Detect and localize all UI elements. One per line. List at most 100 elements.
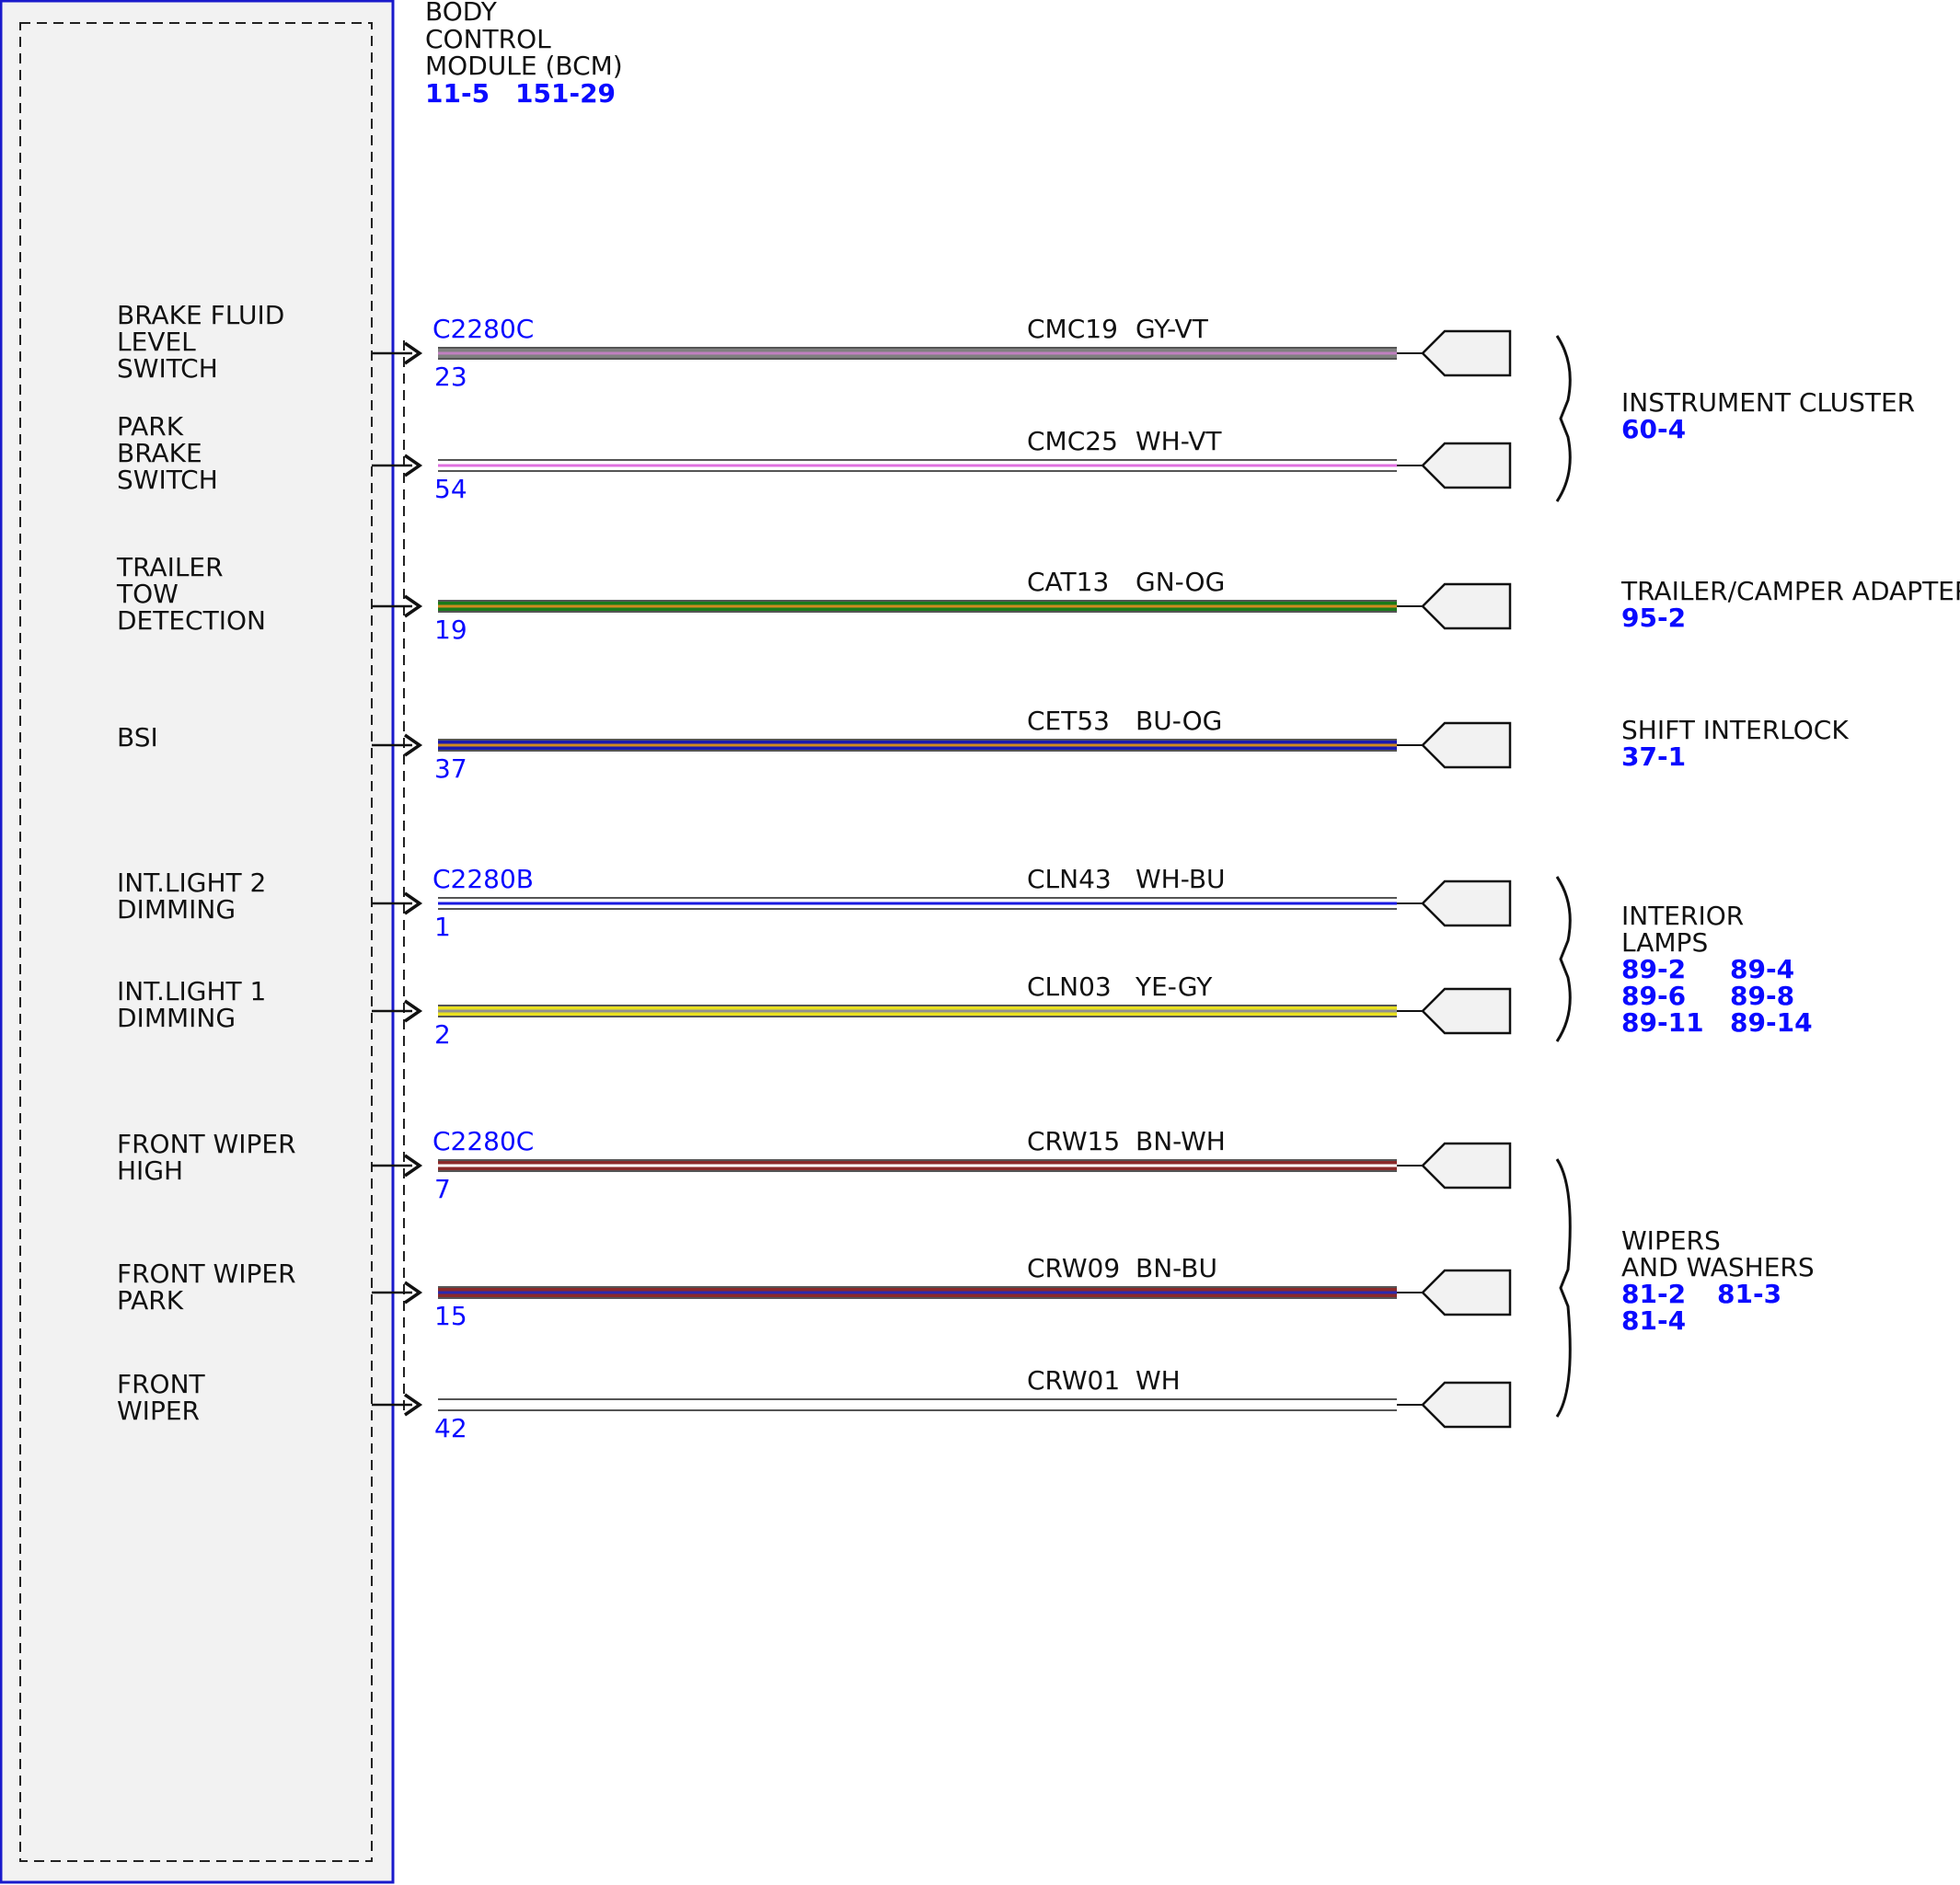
input-label-line: PARK: [117, 1285, 184, 1316]
wire-color-code: GN-OG: [1136, 567, 1225, 597]
connector-terminal-icon: [1421, 879, 1512, 927]
pin-arrow-icon: [404, 454, 423, 477]
pin-arrow-icon: [404, 733, 423, 757]
destination-name: SHIFT INTERLOCK: [1621, 715, 1849, 745]
wire[interactable]: [438, 897, 1397, 910]
connector-terminal-icon: [1421, 329, 1512, 377]
pin-number: 2: [434, 1019, 451, 1050]
pin-arrow-icon: [404, 1281, 423, 1305]
wire-stripe-color: [438, 604, 1397, 608]
input-label-line: TRAILER: [116, 552, 224, 582]
circuit-id: CAT13: [1027, 567, 1109, 597]
connector-terminal-icon: [1421, 987, 1512, 1035]
destination-ref-link[interactable]: 81-4: [1621, 1305, 1686, 1336]
wire-stripe-color: [438, 351, 1397, 355]
wire[interactable]: [438, 1286, 1397, 1299]
pin-number: 42: [434, 1413, 467, 1443]
input-label-line: SWITCH: [117, 353, 218, 384]
wire[interactable]: [438, 1159, 1397, 1172]
input-label-line: FRONT WIPER: [117, 1129, 296, 1159]
circuit-id: CMC25: [1027, 426, 1118, 456]
pin-number: 23: [434, 362, 467, 392]
wire[interactable]: [438, 1398, 1397, 1411]
pin-number: 19: [434, 615, 467, 645]
destination-ref-link[interactable]: 95-2: [1621, 603, 1686, 633]
input-label-line: TOW: [116, 579, 179, 609]
wire-color-code: BN-WH: [1136, 1126, 1226, 1156]
destination-name: INTERIOR: [1621, 901, 1744, 931]
bcm-title-line-2: CONTROL: [425, 24, 551, 54]
bcm-ref-link[interactable]: 11-5: [425, 78, 490, 109]
destination-ref-link[interactable]: 89-11: [1621, 1007, 1704, 1038]
pin-number: 15: [434, 1301, 467, 1331]
circuit-id: CMC19: [1027, 314, 1118, 344]
input-label-line: DIMMING: [117, 894, 236, 925]
destination-name: TRAILER/CAMPER ADAPTER: [1620, 576, 1960, 606]
destination-name: WIPERS: [1621, 1225, 1721, 1256]
wire[interactable]: [438, 600, 1397, 613]
input-label-line: INT.LIGHT 1: [117, 976, 266, 1006]
destination-ref-link[interactable]: 89-2: [1621, 954, 1686, 984]
destination-ref-link[interactable]: 60-4: [1621, 414, 1686, 444]
wire[interactable]: [438, 1005, 1397, 1017]
destination-ref-link[interactable]: 37-1: [1621, 741, 1686, 772]
input-label-line: DETECTION: [117, 605, 266, 636]
wire-color-code: BU-OG: [1136, 706, 1222, 736]
input-label-line: SWITCH: [117, 465, 218, 495]
destination-ref-link[interactable]: 81-3: [1717, 1279, 1781, 1309]
wire[interactable]: [438, 459, 1397, 472]
connector-id: C2280B: [432, 864, 534, 894]
bcm-title-line-1: BODY: [425, 0, 498, 27]
bcm-module-box: [0, 0, 395, 1884]
input-label-line: BRAKE: [117, 438, 202, 468]
circuit-id: CRW09: [1027, 1253, 1120, 1283]
input-label-line: BSI: [117, 722, 158, 753]
connector-terminal-icon: [1421, 1381, 1512, 1429]
input-label-line: HIGH: [117, 1155, 183, 1186]
wire-color-code: BN-BU: [1136, 1253, 1217, 1283]
wire[interactable]: [438, 347, 1397, 360]
wire-stripe-color: [438, 1009, 1397, 1013]
bcm-inner-dashed-outline: [19, 22, 373, 1862]
connector-terminal-icon: [1421, 442, 1512, 489]
circuit-id: CLN03: [1027, 971, 1112, 1002]
wire-color-code: WH-VT: [1136, 426, 1222, 456]
circuit-id: CRW15: [1027, 1126, 1120, 1156]
bcm-ref-link[interactable]: 151-29: [515, 78, 616, 109]
destination-ref-link[interactable]: 81-2: [1621, 1279, 1686, 1309]
destination-ref-link[interactable]: 89-4: [1730, 954, 1794, 984]
destination-ref-link[interactable]: 89-6: [1621, 981, 1686, 1011]
circuit-id: CLN43: [1027, 864, 1112, 894]
connector-terminal-icon: [1421, 582, 1512, 630]
pin-number: 54: [434, 474, 467, 504]
circuit-id: CRW01: [1027, 1365, 1120, 1396]
pin-number: 1: [434, 912, 451, 942]
connector-terminal-icon: [1421, 1142, 1512, 1190]
input-label-line: INT.LIGHT 2: [117, 868, 266, 898]
pin-arrow-icon: [404, 594, 423, 618]
input-label-line: LEVEL: [117, 327, 196, 357]
pin-arrow-icon: [404, 999, 423, 1023]
input-label-line: FRONT: [117, 1369, 206, 1399]
destination-name: INSTRUMENT CLUSTER: [1621, 387, 1915, 418]
destination-ref-link[interactable]: 89-14: [1730, 1007, 1813, 1038]
destination-ref-link[interactable]: 89-8: [1730, 981, 1794, 1011]
wire-stripe-color: [438, 1291, 1397, 1294]
wire-stripe-color: [438, 902, 1397, 905]
pin-arrow-icon: [404, 891, 423, 915]
grouping-brace: [1555, 335, 1572, 502]
connector-id: C2280C: [432, 1126, 534, 1156]
wire[interactable]: [438, 739, 1397, 752]
grouping-brace: [1555, 1158, 1572, 1418]
